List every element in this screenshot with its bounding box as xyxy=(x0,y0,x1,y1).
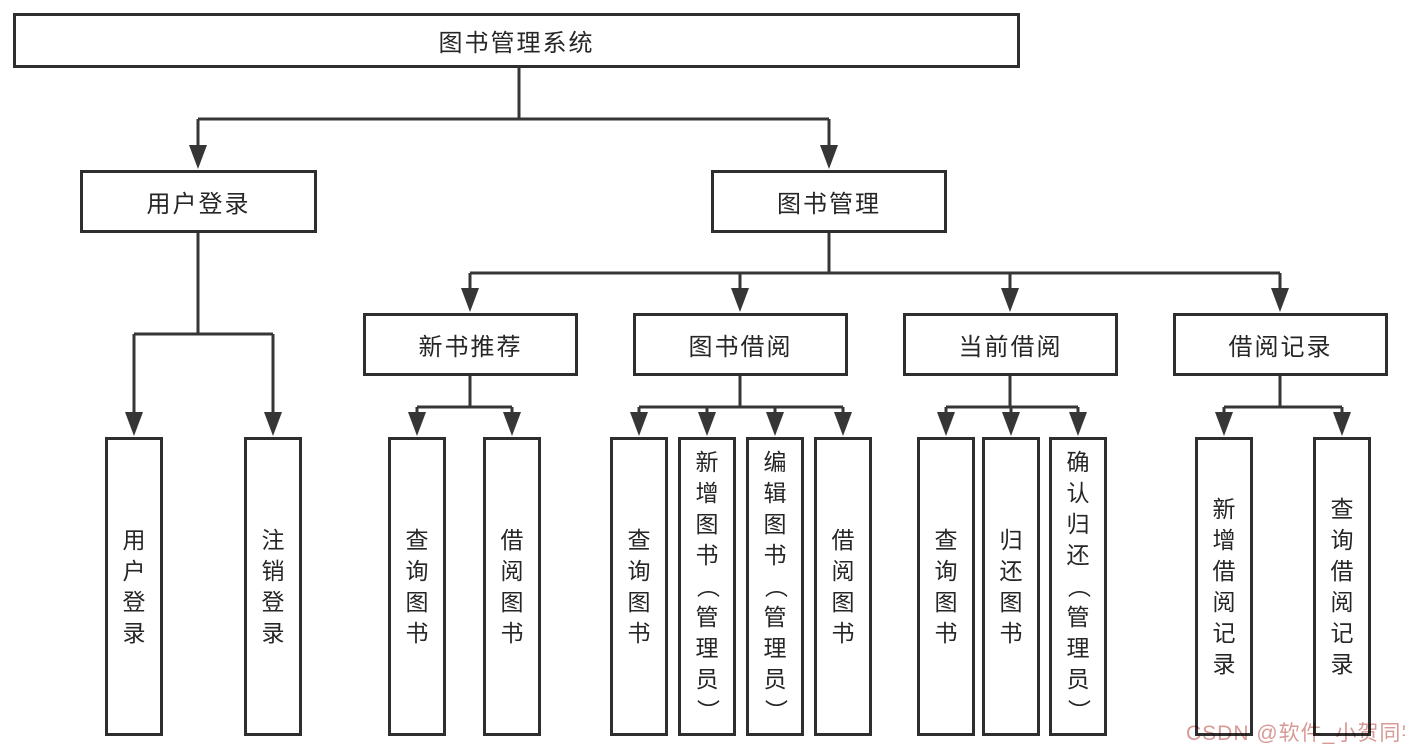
node-user-login: 用户登录 xyxy=(80,170,317,233)
leaf-borrow-books: 借阅图书 xyxy=(814,437,872,736)
leaf-confirm-return-admin: 确认归还（管理员） xyxy=(1049,437,1107,736)
leaf-query-books-borrow: 查询图书 xyxy=(610,437,668,736)
leaf-return-books: 归还图书 xyxy=(982,437,1040,736)
node-current-borrow: 当前借阅 xyxy=(903,313,1118,376)
leaf-logout: 注销登录 xyxy=(244,437,302,736)
node-label: 图书管理系统 xyxy=(438,30,595,57)
node-book-borrow: 图书借阅 xyxy=(633,313,848,376)
node-book-management: 图书管理 xyxy=(711,170,947,233)
leaf-add-books-admin: 新增图书（管理员） xyxy=(678,437,736,736)
leaf-query-books-current: 查询图书 xyxy=(917,437,975,736)
leaf-edit-books-admin: 编辑图书（管理员） xyxy=(746,437,804,736)
node-root: 图书管理系统 xyxy=(13,13,1020,68)
csdn-watermark: CSDN @软件_小贺同学 xyxy=(1186,722,1405,745)
arrowheads xyxy=(125,145,1351,436)
node-borrow-records: 借阅记录 xyxy=(1173,313,1388,376)
node-label: 当前借阅 xyxy=(958,334,1063,361)
leaf-user-login: 用户登录 xyxy=(105,437,163,736)
node-new-book-recommend: 新书推荐 xyxy=(363,313,578,376)
node-label: 图书管理 xyxy=(777,191,881,218)
node-label: 新书推荐 xyxy=(418,334,523,361)
leaf-borrow-books-recommend: 借阅图书 xyxy=(483,437,541,736)
leaf-query-borrow-record: 查询借阅记录 xyxy=(1313,437,1371,736)
leaf-query-books-recommend: 查询图书 xyxy=(388,437,446,736)
leaf-add-borrow-record: 新增借阅记录 xyxy=(1195,437,1253,736)
node-label: 借阅记录 xyxy=(1228,334,1333,361)
node-label: 图书借阅 xyxy=(688,334,793,361)
node-label: 用户登录 xyxy=(146,191,251,218)
